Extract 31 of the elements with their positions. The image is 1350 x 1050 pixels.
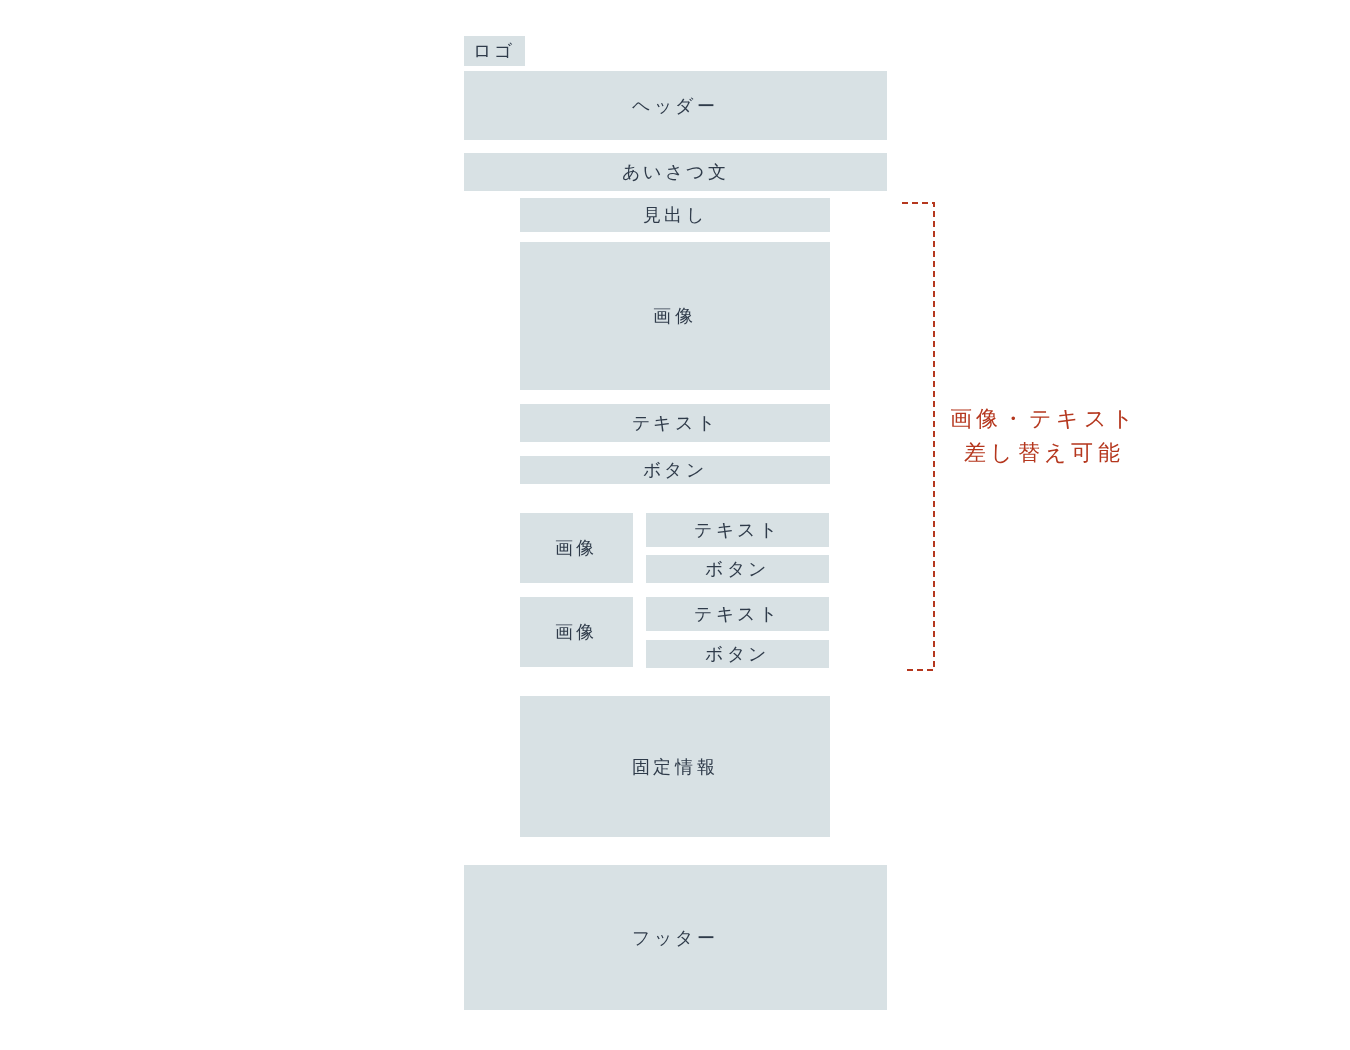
layout-block xyxy=(646,513,829,547)
block-label: 固定情報 xyxy=(631,757,719,776)
layout-block xyxy=(520,696,830,837)
block-label: あいさつ文 xyxy=(621,163,730,181)
block-label: ボタン xyxy=(705,645,770,663)
layout-block xyxy=(520,597,633,667)
layout-block xyxy=(646,640,829,668)
layout-block xyxy=(464,71,887,140)
block-label: テキスト xyxy=(694,605,781,623)
layout-block xyxy=(520,456,830,484)
layout-block xyxy=(520,198,830,232)
layout-block xyxy=(520,513,633,583)
block-label: 見出し xyxy=(642,206,708,224)
block-label: フッター xyxy=(632,928,719,947)
layout-block xyxy=(520,242,830,390)
layout-block xyxy=(464,36,525,66)
block-label: ロゴ xyxy=(472,42,517,60)
block-label: テキスト xyxy=(694,521,781,539)
block-label: ボタン xyxy=(705,560,770,578)
block-label: 画像 xyxy=(554,539,599,557)
block-label: 画像 xyxy=(554,623,599,641)
layout-block xyxy=(646,555,829,583)
layout-block xyxy=(520,404,830,442)
block-label: ボタン xyxy=(642,461,708,479)
block-label: 画像 xyxy=(653,307,697,325)
layout-block xyxy=(464,153,887,191)
block-label: ヘッダー xyxy=(632,96,719,115)
layout-block xyxy=(464,865,887,1010)
layout-block xyxy=(646,597,829,631)
annotation-note: 画像・テキスト差し替え可能 xyxy=(948,405,1140,467)
block-label: テキスト xyxy=(631,414,719,432)
